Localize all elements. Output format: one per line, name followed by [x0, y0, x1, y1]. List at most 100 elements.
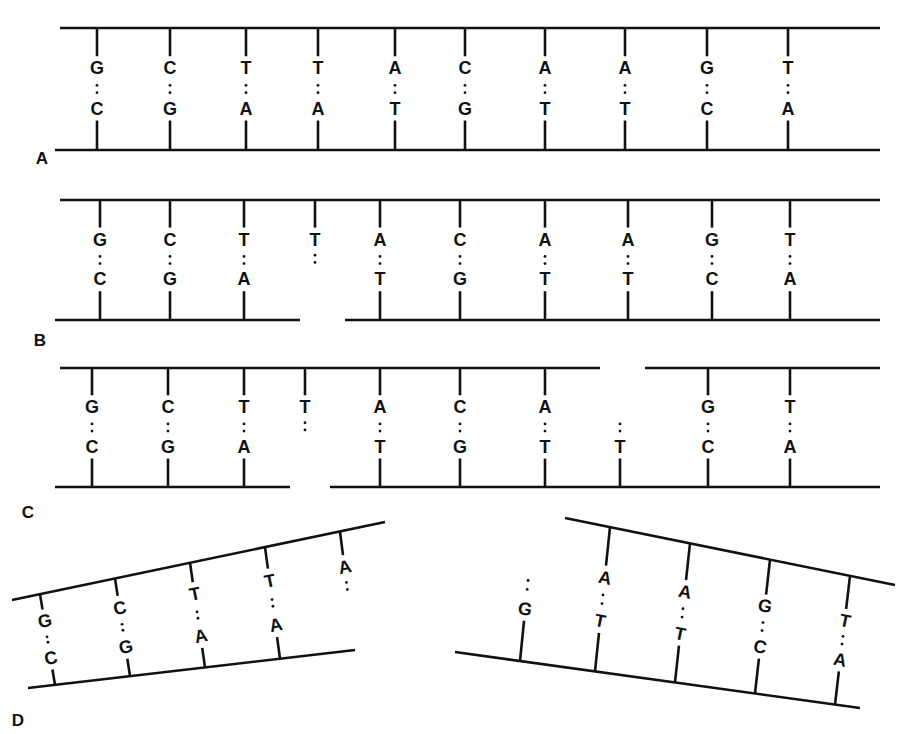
hydrogen-bond-dot	[196, 611, 199, 614]
sugar-phosphate-strand	[645, 367, 880, 370]
base-stick	[686, 543, 690, 580]
base-letter: G	[117, 637, 134, 657]
hydrogen-bond-dot	[243, 430, 246, 433]
base-stick	[624, 28, 627, 56]
base-letter: C	[164, 59, 177, 77]
hydrogen-bond-dot	[762, 621, 765, 624]
hydrogen-bond-dot	[526, 588, 529, 591]
base-letter: T	[785, 231, 796, 249]
base-letter: A	[622, 231, 635, 249]
hydrogen-bond-dot	[707, 423, 710, 426]
base-stick	[459, 200, 462, 228]
base-stick	[265, 547, 268, 569]
base-letter: C	[701, 100, 714, 118]
base-letter: A	[238, 270, 251, 288]
base-letter: C	[164, 231, 177, 249]
base-stick	[115, 578, 118, 595]
base-stick	[243, 200, 246, 228]
base-stick	[379, 291, 382, 320]
base-stick	[190, 563, 193, 583]
hydrogen-bond-dot	[243, 255, 246, 258]
base-letter: C	[454, 398, 467, 416]
base-letter: A	[832, 649, 848, 669]
hydrogen-bond-dot	[91, 430, 94, 433]
hydrogen-bond-dot	[379, 423, 382, 426]
base-stick	[317, 28, 320, 56]
base-stick	[99, 291, 102, 320]
hydrogen-bond-dot	[761, 629, 764, 632]
base-letter: G	[93, 231, 107, 249]
hydrogen-bond-dot	[47, 641, 50, 644]
hydrogen-bond-dot	[304, 428, 307, 431]
base-letter: A	[389, 59, 402, 77]
hydrogen-bond-dot	[544, 423, 547, 426]
hydrogen-bond-dot	[121, 623, 124, 626]
base-letter: T	[375, 438, 386, 456]
hydrogen-bond-dot	[272, 605, 275, 608]
base-letter: T	[783, 59, 794, 77]
base-letter: A	[597, 567, 613, 587]
base-stick	[544, 291, 547, 320]
base-letter: T	[540, 100, 551, 118]
base-letter: A	[784, 270, 797, 288]
base-stick	[167, 368, 170, 395]
base-letter: T	[300, 398, 311, 416]
base-letter: G	[163, 270, 177, 288]
base-letter: G	[453, 438, 467, 456]
base-letter: T	[239, 398, 250, 416]
base-letter: T	[239, 231, 250, 249]
hydrogen-bond-dot	[459, 255, 462, 258]
hydrogen-bond-dot	[627, 262, 630, 265]
base-stick	[379, 200, 382, 228]
base-stick	[787, 121, 790, 150]
base-stick	[169, 291, 172, 320]
base-letter: T	[313, 59, 324, 77]
base-letter: A	[782, 100, 795, 118]
base-stick	[755, 659, 759, 694]
base-letter: C	[111, 598, 127, 618]
base-stick	[464, 28, 467, 56]
base-stick	[40, 594, 43, 609]
hydrogen-bond-dot	[544, 255, 547, 258]
hydrogen-bond-dot	[169, 91, 172, 94]
base-letter: A	[312, 100, 325, 118]
hydrogen-bond-dot	[682, 607, 685, 610]
base-stick	[96, 28, 99, 56]
base-letter: T	[390, 100, 401, 118]
base-letter: T	[615, 438, 626, 456]
hydrogen-bond-dot	[789, 255, 792, 258]
base-letter: T	[310, 231, 321, 249]
base-letter: G	[517, 599, 534, 619]
base-stick	[304, 368, 307, 395]
base-letter: C	[162, 398, 175, 416]
hydrogen-bond-dot	[681, 616, 684, 619]
base-stick	[379, 459, 382, 487]
hydrogen-bond-dot	[96, 84, 99, 87]
sugar-phosphate-strand	[60, 367, 600, 370]
base-letter: G	[36, 611, 53, 631]
sugar-phosphate-strand	[60, 199, 880, 202]
base-stick	[619, 459, 622, 487]
base-stick	[459, 368, 462, 395]
hydrogen-bond-dot	[544, 262, 547, 265]
hydrogen-bond-dot	[46, 635, 49, 638]
hydrogen-bond-dot	[122, 629, 125, 632]
hydrogen-bond-dot	[624, 91, 627, 94]
hydrogen-bond-dot	[601, 602, 604, 605]
base-stick	[544, 121, 547, 150]
base-letter: A	[238, 438, 251, 456]
base-stick	[789, 368, 792, 395]
base-stick	[243, 291, 246, 320]
hydrogen-bond-dot	[271, 598, 274, 601]
base-letter: G	[161, 438, 175, 456]
base-stick	[675, 646, 679, 683]
base-stick	[379, 368, 382, 395]
base-stick	[99, 200, 102, 228]
base-stick	[595, 633, 599, 672]
base-letter: T	[375, 270, 386, 288]
base-letter: T	[540, 438, 551, 456]
base-stick	[544, 200, 547, 228]
hydrogen-bond-dot	[789, 423, 792, 426]
base-stick	[706, 121, 709, 150]
